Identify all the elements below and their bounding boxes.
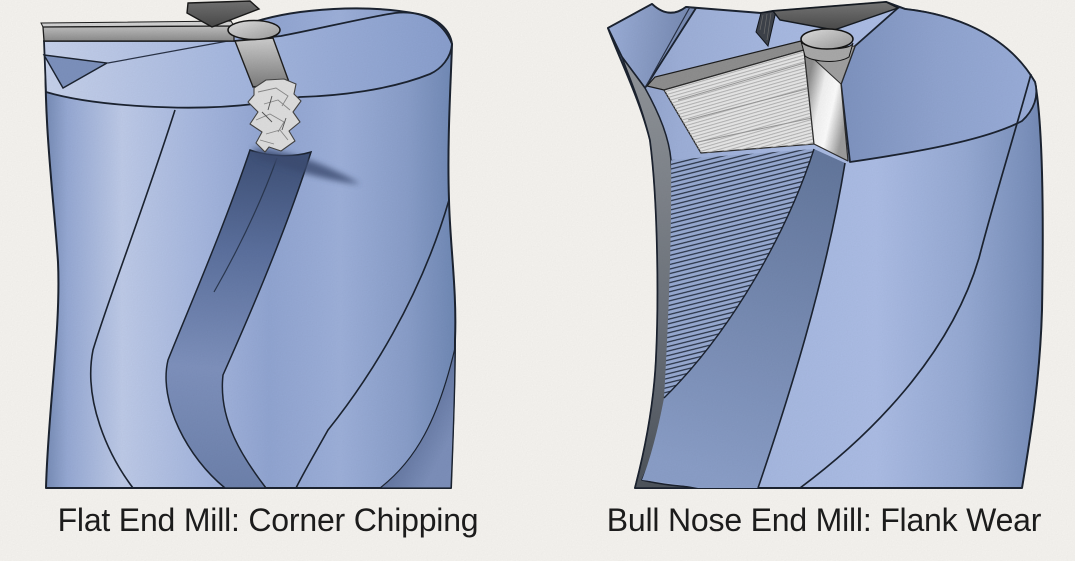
cutting-edge-bar [42,25,235,42]
flat-end-mill-render [40,0,457,489]
center-hub [227,19,281,41]
bull-nose-end-mill-render [607,1,1044,489]
caption-bull-nose-end-mill: Bull Nose End Mill: Flank Wear [606,502,1042,538]
caption-flat-end-mill: Flat End Mill: Corner Chipping [57,502,479,538]
center-hub [800,28,854,50]
